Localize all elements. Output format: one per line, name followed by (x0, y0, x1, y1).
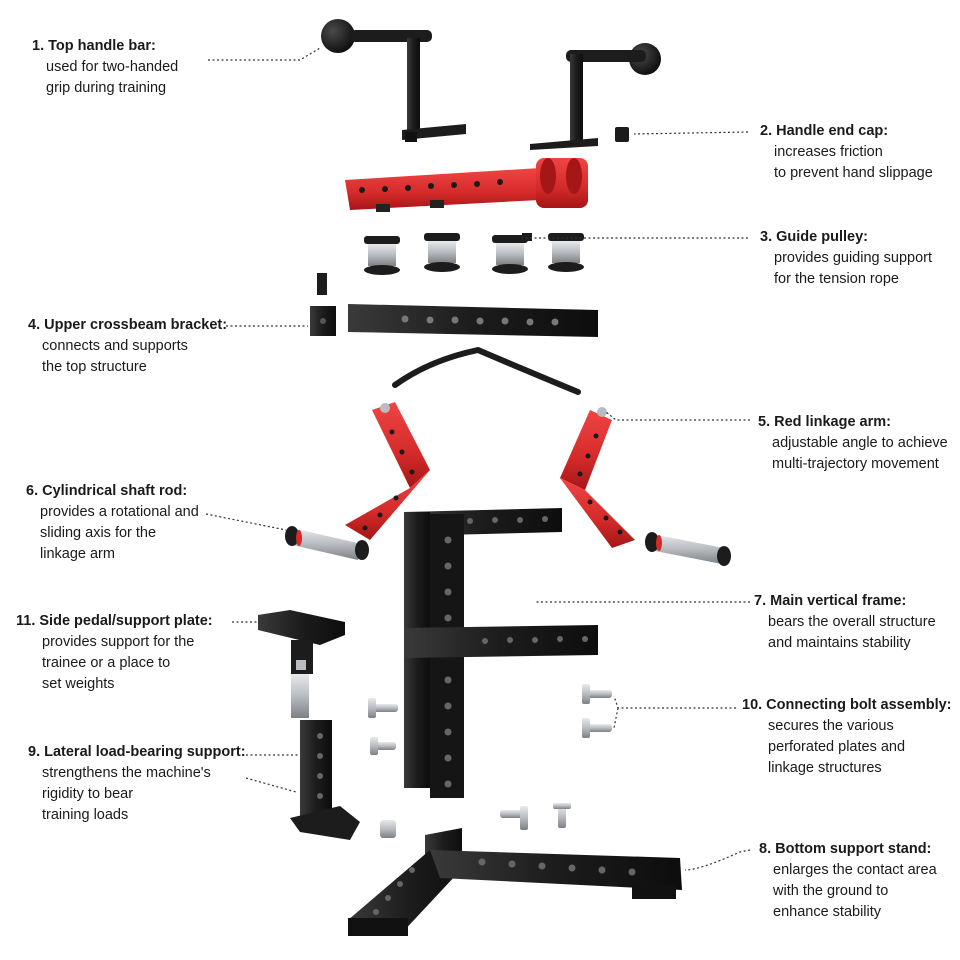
callout-10: 10. Connecting bolt assembly: secures th… (742, 695, 952, 779)
callout-1-desc-line: grip during training (46, 80, 167, 96)
callout-11-desc-line: provides support for the (42, 634, 195, 650)
side-pedal-support-plate (258, 610, 345, 718)
callout-2-desc-line: increases friction (774, 144, 883, 160)
upper-crossbeam (348, 304, 598, 337)
callout-6-desc-line: sliding axis for the (40, 525, 157, 541)
callout-8: 8. Bottom support stand: enlarges the co… (759, 839, 937, 923)
callout-3-desc-line: provides guiding support (774, 250, 932, 266)
leader-line-5 (605, 411, 750, 421)
callout-11: 11. Side pedal/support plate: provides s… (16, 611, 213, 695)
callout-9-desc-line: strengthens the machine's (42, 765, 211, 781)
top-handle-bar-right (530, 43, 661, 150)
callout-8-desc-line: enlarges the contact area (773, 862, 937, 878)
cylindrical-shaft-rod-left (285, 526, 369, 560)
guide-pulleys (364, 233, 584, 275)
red-linkage-arm-right (560, 407, 635, 548)
callout-1-title: 1. Top handle bar: (32, 38, 156, 54)
callout-3: 3. Guide pulley: provides guiding suppor… (760, 227, 932, 290)
callout-6: 6. Cylindrical shaft rod: provides a rot… (26, 481, 199, 565)
lateral-load-bearing-support (290, 720, 360, 840)
leader-line-2 (633, 131, 749, 135)
callout-6-desc-line: provides a rotational and (40, 504, 199, 520)
callout-6-title: 6. Cylindrical shaft rod: (26, 483, 188, 499)
leader-line-1 (208, 47, 321, 61)
red-linkage-arm-left (345, 402, 430, 540)
callout-10-title: 10. Connecting bolt assembly: (742, 697, 952, 713)
leader-line-6 (205, 513, 287, 531)
red-top-arm (345, 158, 588, 212)
handle-end-cap (615, 127, 629, 142)
callout-4-title: 4. Upper crossbeam bracket: (28, 317, 228, 333)
callout-7-title: 7. Main vertical frame: (754, 593, 907, 609)
callout-2: 2. Handle end cap: increases friction to… (760, 121, 933, 184)
leader-line-9b (245, 777, 297, 793)
connecting-bolt-assembly (368, 684, 612, 838)
callout-2-desc-line: to prevent hand slippage (774, 165, 933, 181)
callout-5-title: 5. Red linkage arm: (758, 414, 891, 430)
callout-4: 4. Upper crossbeam bracket: connects and… (28, 315, 227, 378)
callout-8-desc-line: with the ground to (773, 883, 889, 899)
callout-1-desc-line: used for two-handed (46, 59, 179, 75)
callout-11-desc-line: trainee or a place to (42, 655, 171, 671)
callout-7-desc-line: bears the overall structure (768, 614, 936, 630)
callout-10-desc-line: perforated plates and (768, 739, 906, 755)
callout-8-title: 8. Bottom support stand: (759, 841, 932, 857)
callout-9-desc-line: training loads (42, 807, 129, 823)
callout-4-desc-line: connects and supports (42, 338, 188, 354)
callout-8-desc-line: enhance stability (773, 904, 882, 920)
leader-lines (205, 47, 751, 871)
callout-10-desc-line: linkage structures (768, 760, 882, 776)
callout-9: 9. Lateral load-bearing support: strengt… (28, 742, 246, 826)
leader-line-10 (613, 695, 736, 729)
cylindrical-shaft-rod-right (645, 532, 731, 566)
callout-9-desc-line: rigidity to bear (42, 786, 134, 802)
callout-10-desc-line: secures the various (768, 718, 894, 734)
callout-3-title: 3. Guide pulley: (760, 229, 868, 245)
upper-crossbeam-bracket (310, 273, 336, 336)
callout-1: 1. Top handle bar: used for two-handed g… (32, 36, 179, 99)
callout-5-desc-line: adjustable angle to achieve (772, 435, 948, 451)
callout-11-desc-line: set weights (42, 676, 115, 692)
tension-rope (392, 346, 581, 395)
callout-9-title: 9. Lateral load-bearing support: (28, 744, 246, 760)
callout-7-desc-line: and maintains stability (768, 635, 911, 651)
callout-2-title: 2. Handle end cap: (760, 123, 889, 139)
top-handle-bar-left (321, 19, 466, 142)
callout-4-desc-line: the top structure (42, 359, 147, 375)
callout-7: 7. Main vertical frame: bears the overal… (754, 591, 936, 654)
bottom-support-stand (348, 828, 682, 936)
callout-6-desc-line: linkage arm (40, 546, 115, 562)
leader-line-8 (684, 849, 751, 871)
callout-5: 5. Red linkage arm: adjustable angle to … (758, 412, 948, 475)
main-vertical-frame (404, 508, 598, 798)
callout-3-desc-line: for the tension rope (774, 271, 899, 287)
callout-11-title: 11. Side pedal/support plate: (16, 613, 213, 629)
callout-5-desc-line: multi-trajectory movement (772, 456, 939, 472)
